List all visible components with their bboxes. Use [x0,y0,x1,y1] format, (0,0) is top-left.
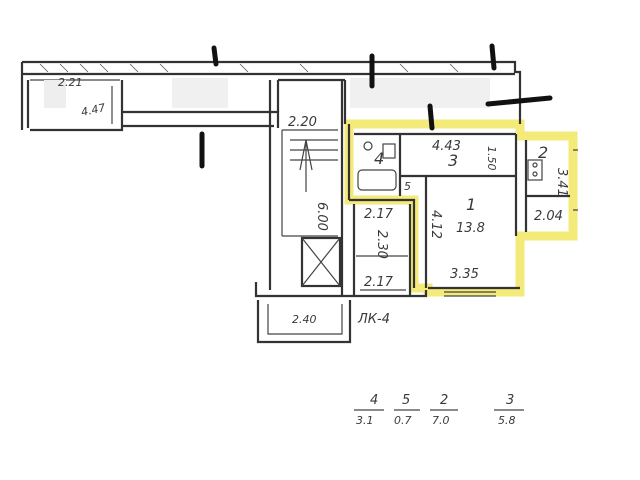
area-legend: 4 3.1 5 0.7 2 7.0 3 5.8 [354,393,524,427]
hallway-walls [352,204,412,296]
legend-room-5: 5 [402,393,410,408]
legend-room-2: 2 [440,393,448,408]
legend-area-3: 5.8 [498,414,516,427]
hall-top-label: 2.17 [364,207,394,222]
room-2-height: 3.41 [554,168,569,197]
marker-strokes [199,43,553,169]
room-3-height: 1.50 [485,146,498,171]
staircase [254,80,428,298]
room-2-width: 2.04 [534,209,563,224]
room-1-number: 1 [466,195,476,214]
stair-length-label: 6.00 [314,202,329,231]
room-1-width: 3.35 [450,267,479,282]
apartment-walls [347,124,578,297]
legend-area-2: 7.0 [432,414,450,427]
legend-area-5: 0.7 [394,414,412,427]
balcony [256,300,352,344]
corridor-label-1: 2.21 [58,76,83,89]
hall-side-label: 2.30 [374,230,389,259]
room-3-number: 3 [448,151,458,170]
room-4-number: 4 [374,149,384,168]
legend-area-4: 3.1 [356,414,374,427]
room-1-area: 13.8 [456,221,485,236]
room-2-number: 2 [538,143,548,162]
legend-room-4: 4 [370,393,378,408]
stair-width-label: 2.20 [288,115,317,130]
room-5-number: 5 [404,180,411,193]
legend-room-3: 3 [506,393,514,408]
building-outline [20,60,522,132]
corridor-label-2: 4.47 [80,101,107,119]
balcony-label: 2.40 [292,313,317,326]
room-1-height: 4.12 [428,210,443,239]
hall-bottom-label: 2.17 [364,275,394,290]
stair-code-label: ЛК-4 [357,312,390,327]
room-3-width: 4.43 [432,139,461,154]
